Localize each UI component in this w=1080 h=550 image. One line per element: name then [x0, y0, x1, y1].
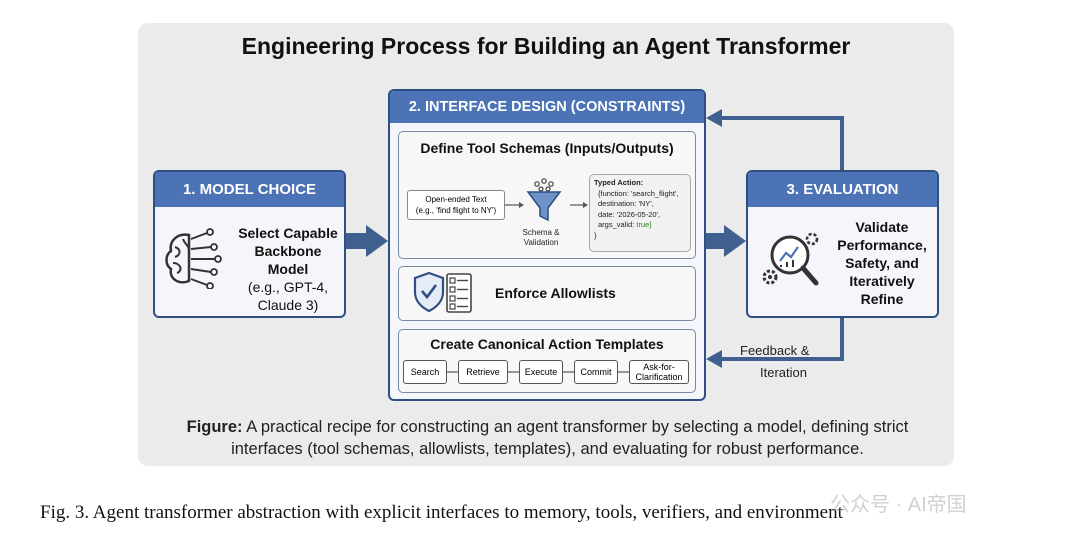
open-text-example: (e.g., 'find flight to NY'): [415, 206, 497, 215]
arrow-feedback-loop: [718, 318, 844, 361]
evaluation-header: 3. EVALUATION: [748, 172, 937, 207]
evaluation-line-2: Performance,: [837, 237, 927, 253]
evaluation-line-4: Iteratively: [849, 273, 915, 289]
caption-bold: Figure:: [186, 418, 243, 436]
model-choice-line-1: Select Capable: [238, 225, 338, 241]
action-templates-title: Create Canonical Action Templates: [430, 336, 664, 352]
filter-label-1: Schema &: [522, 228, 560, 237]
arrow-model-to-interface: [345, 225, 388, 257]
typed-action-line-1: {function: 'search_flight',: [598, 188, 679, 198]
evaluation-text: Validate Performance, Safety, and Iterat…: [830, 218, 934, 308]
figure-title: Engineering Process for Building an Agen…: [241, 33, 851, 59]
shield-checklist-icon: [413, 271, 472, 313]
schema-validation-label: Schema & Validation: [517, 228, 565, 248]
model-choice-line-2: Backbone Model: [254, 243, 322, 277]
typed-action-title: Typed Action:: [594, 178, 644, 187]
fig-3-caption: Fig. 3. Agent transformer abstraction wi…: [40, 502, 843, 523]
brain-circuit-icon: [165, 228, 222, 289]
filter-label-2: Validation: [523, 238, 559, 247]
evaluation-line-5: Refine: [860, 291, 904, 307]
funnel-icon: [505, 178, 562, 222]
action-templates-panel: Create Canonical Action Templates Search…: [398, 329, 696, 393]
template-step-retrieve: Retrieve: [458, 360, 508, 384]
arrow-interface-to-evaluation: [705, 225, 746, 257]
magnifier-gears-icon: [762, 232, 819, 286]
evaluation-box: 3. EVALUATION Validate Performance, Safe…: [746, 170, 939, 318]
evaluation-line-3: Safety, and: [845, 255, 919, 271]
model-choice-text: Select Capable Backbone Model (e.g., GPT…: [233, 224, 343, 314]
typed-action-line-4: args_valid: true}: [594, 220, 686, 231]
allowlists-label: Enforce Allowlists: [495, 285, 616, 301]
interface-design-header: 2. INTERFACE DESIGN (CONSTRAINTS): [390, 91, 704, 123]
args-valid-value: true}: [636, 220, 652, 229]
template-step-ask: Ask-for- Clarification: [629, 360, 689, 384]
typed-action-line-3: date: '2026-05-20',: [598, 209, 661, 219]
template-connectors: [447, 371, 629, 373]
model-choice-box: 1. MODEL CHOICE Select Capable Backbone …: [153, 170, 346, 318]
tool-schemas-title: Define Tool Schemas (Inputs/Outputs): [420, 140, 674, 156]
ask-label-2: Clarification: [635, 372, 683, 382]
arrow-top-loop: [718, 116, 844, 170]
caption-text: A practical recipe for constructing an a…: [231, 418, 909, 458]
model-choice-header: 1. MODEL CHOICE: [155, 172, 344, 207]
typed-action-box: Typed Action: {function: 'search_flight'…: [589, 174, 691, 252]
typed-action-line-2: destination: 'NY',: [598, 199, 654, 208]
typed-action-line-5: }: [594, 230, 597, 240]
open-text-input-box: Open-ended Text (e.g., 'find flight to N…: [407, 190, 505, 220]
template-step-search: Search: [403, 360, 447, 384]
arrow-to-typed: [570, 202, 588, 208]
figure-caption: Figure: A practical recipe for construct…: [150, 416, 945, 460]
feedback-line-2: Iteration: [760, 365, 807, 380]
model-choice-line-3: (e.g., GPT-4,: [247, 279, 329, 295]
feedback-line-1: Feedback &: [740, 343, 810, 358]
feedback-label: Feedback & Iteration: [740, 340, 809, 384]
watermark: 公众号 · AI帝国: [830, 494, 967, 516]
interface-design-box: 2. INTERFACE DESIGN (CONSTRAINTS) Define…: [388, 89, 706, 401]
template-step-execute: Execute: [519, 360, 563, 384]
args-valid-key: args_valid:: [598, 220, 637, 229]
open-text-label: Open-ended Text: [425, 195, 487, 204]
model-choice-line-4: Claude 3): [257, 297, 319, 313]
allowlists-panel: Enforce Allowlists: [398, 266, 696, 321]
tool-schemas-panel: Define Tool Schemas (Inputs/Outputs) Ope…: [398, 131, 696, 259]
evaluation-line-1: Validate: [855, 219, 909, 235]
ask-label-1: Ask-for-: [643, 362, 675, 372]
template-step-commit: Commit: [574, 360, 618, 384]
